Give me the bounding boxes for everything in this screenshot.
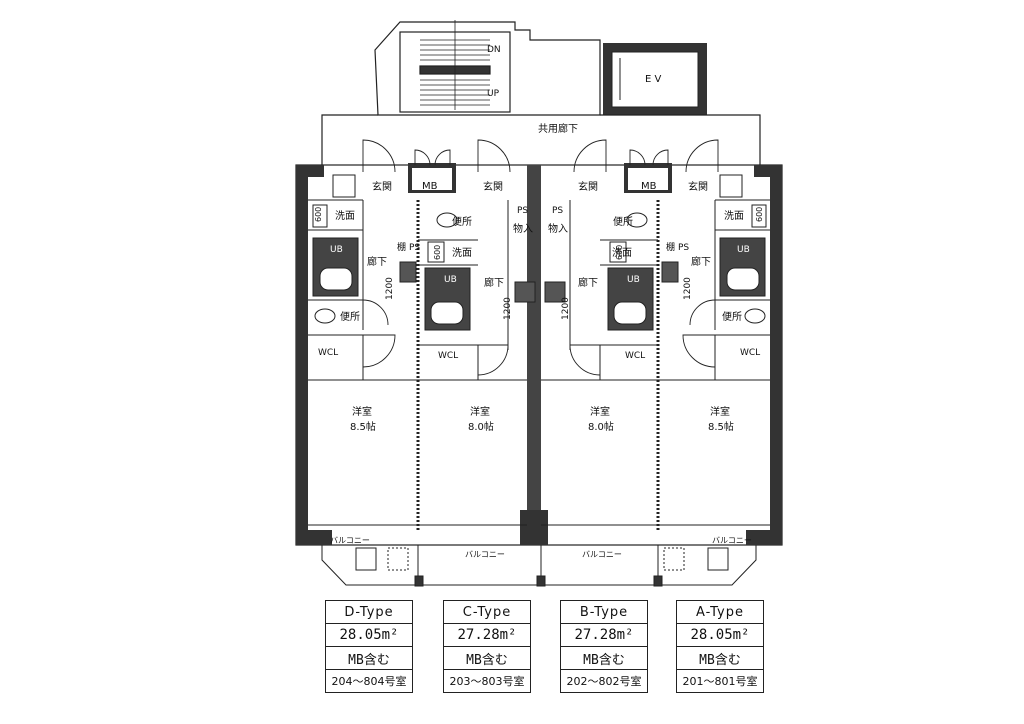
meter-box-label-left: MB — [422, 181, 438, 192]
unit-c-wcl: WCL — [438, 351, 458, 361]
type-mb: MB含む — [677, 646, 763, 669]
type-rooms: 203～803号室 — [444, 669, 530, 692]
unit-d-wcl: WCL — [318, 348, 338, 358]
balcony — [308, 524, 770, 587]
balcony-label-2: バルコニー — [465, 550, 505, 559]
type-rooms: 204～804号室 — [326, 669, 412, 692]
unit-c-dim2: 600 — [433, 245, 442, 260]
unit-c-ps: PS — [517, 206, 528, 216]
type-area: 27.28m² — [444, 623, 530, 646]
stair-down-label: DN — [487, 45, 501, 55]
unit-d-shelf: 棚 — [397, 241, 406, 253]
unit-b-bath: UB — [627, 275, 640, 285]
interior-partitions — [308, 199, 770, 530]
unit-b-hallway: 廊下 — [578, 276, 598, 289]
type-card-d: D-Type 28.05m² MB含む 204～804号室 — [325, 600, 413, 693]
common-hall-label: 共用廊下 — [538, 122, 578, 135]
type-card-a: A-Type 28.05m² MB含む 201～801号室 — [676, 600, 764, 693]
unit-c-dim: 1200 — [503, 297, 513, 320]
unit-c-entrance: 玄関 — [483, 180, 503, 193]
unit-c-toilet: 便所 — [452, 215, 472, 228]
unit-d-dim: 1200 — [385, 277, 395, 300]
meter-box-label-right: MB — [641, 181, 657, 192]
unit-c-hallway: 廊下 — [484, 276, 504, 289]
unit-d-bath: UB — [330, 245, 343, 255]
unit-b-dim2: 600 — [615, 245, 624, 260]
unit-b-toilet: 便所 — [613, 215, 633, 228]
unit-d-dim2: 600 — [314, 207, 323, 222]
type-name: B-Type — [579, 604, 629, 620]
unit-c-room: 洋室 — [470, 405, 490, 418]
unit-a-wcl: WCL — [740, 348, 760, 358]
unit-a-washroom: 洗面 — [724, 210, 744, 222]
stair-up-label: UP — [487, 89, 500, 99]
unit-a-bath: UB — [737, 245, 750, 255]
stair-core — [374, 20, 601, 116]
type-card-b: B-Type 27.28m² MB含む 202～802号室 — [560, 600, 648, 693]
unit-d-hallway: 廊下 — [367, 255, 387, 268]
elevator-label: E V — [645, 74, 661, 85]
unit-b-entrance: 玄関 — [578, 180, 598, 193]
unit-a-toilet: 便所 — [722, 310, 742, 323]
unit-d-room-size: 8.5帖 — [350, 420, 376, 433]
type-area: 27.28m² — [561, 623, 647, 646]
unit-a-dim2: 600 — [755, 207, 764, 222]
unit-a-room-size: 8.5帖 — [708, 420, 734, 433]
type-area: 28.05m² — [677, 623, 763, 646]
unit-d-room: 洋室 — [352, 405, 372, 418]
unit-b-storage: 物入 — [548, 222, 568, 235]
unit-a-hallway: 廊下 — [691, 255, 711, 268]
type-name: D-Type — [344, 604, 394, 620]
elevator-shaft — [603, 43, 707, 115]
unit-a-shelf: 棚 — [666, 241, 675, 253]
plan-labels: 共用廊下 E V DN UP MB MB 玄関 洗面 UB 廊下 便所 WCL … — [314, 45, 764, 559]
unit-b-room-size: 8.0帖 — [588, 420, 614, 433]
type-area: 28.05m² — [326, 623, 412, 646]
type-mb: MB含む — [444, 646, 530, 669]
unit-c-room-size: 8.0帖 — [468, 420, 494, 433]
unit-a-room: 洋室 — [710, 405, 730, 418]
building-walls — [295, 163, 783, 546]
unit-a-dim: 1200 — [683, 277, 693, 300]
unit-d-entrance: 玄関 — [372, 180, 392, 193]
unit-a-entrance: 玄関 — [688, 180, 708, 193]
type-rooms: 202～802号室 — [561, 669, 647, 692]
unit-b-dim: 1200 — [561, 297, 571, 320]
type-name: A-Type — [696, 604, 744, 620]
balcony-label-3: バルコニー — [582, 550, 622, 559]
unit-d-toilet: 便所 — [340, 310, 360, 323]
balcony-label-4: バルコニー — [712, 536, 752, 545]
unit-d-washroom: 洗面 — [335, 210, 355, 222]
door-swings — [362, 139, 719, 376]
type-rooms: 201～801号室 — [677, 669, 763, 692]
unit-b-wcl: WCL — [625, 351, 645, 361]
type-mb: MB含む — [561, 646, 647, 669]
unit-c-washroom: 洗面 — [452, 247, 472, 259]
unit-a-ps: PS — [678, 243, 689, 253]
unit-b-washroom: 洗面 — [612, 247, 632, 259]
common-hall — [321, 114, 761, 165]
unit-c-bath: UB — [444, 275, 457, 285]
balcony-label-1: バルコニー — [330, 536, 370, 545]
unit-b-room: 洋室 — [590, 405, 610, 418]
unit-b-ps: PS — [552, 206, 563, 216]
bathroom-fixtures — [312, 174, 767, 331]
type-card-c: C-Type 27.28m² MB含む 203～803号室 — [443, 600, 531, 693]
unit-c-storage: 物入 — [513, 222, 533, 235]
type-mb: MB含む — [326, 646, 412, 669]
type-name: C-Type — [462, 604, 512, 620]
unit-d-ps: PS — [409, 243, 420, 253]
